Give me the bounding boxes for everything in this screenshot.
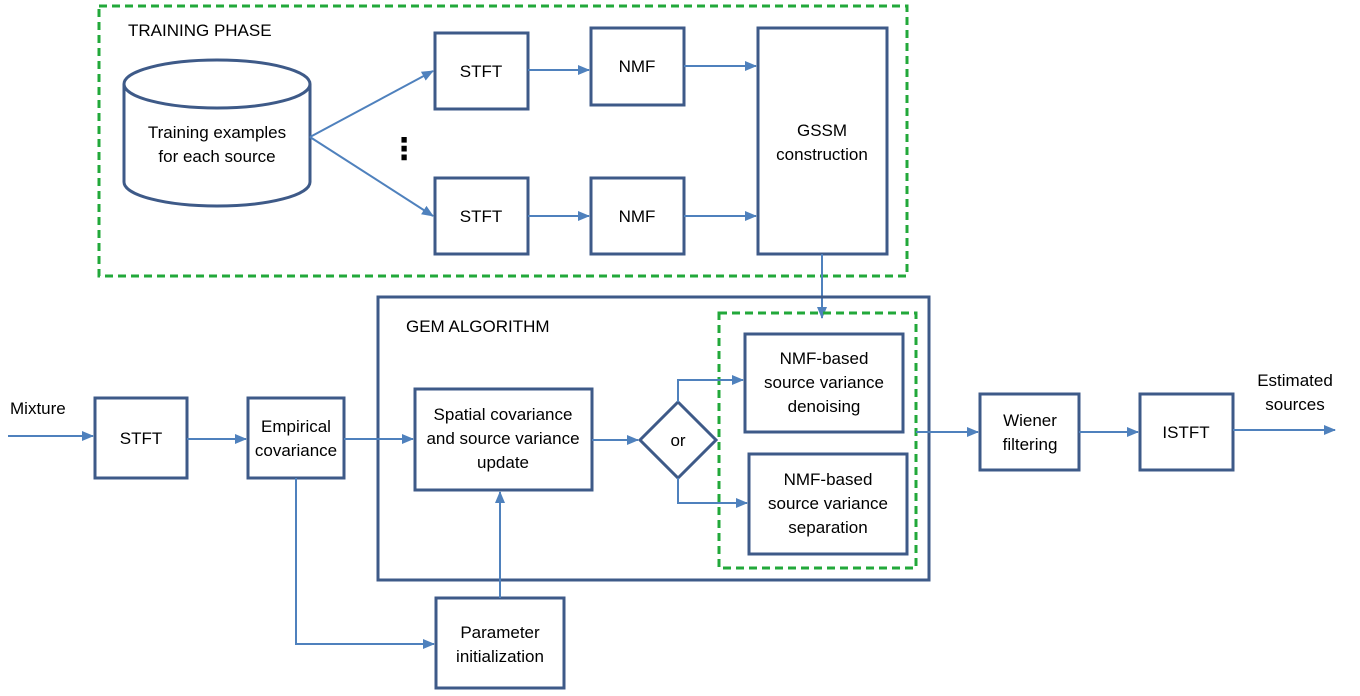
nmf-top-label: NMF: [619, 57, 656, 76]
empirical-covariance-line2: covariance: [255, 441, 337, 460]
gssm-label-line1: GSSM: [797, 121, 847, 140]
empirical-covariance-line1: Empirical: [261, 417, 331, 436]
arrow-db-to-stft-bottom: [309, 136, 434, 217]
spatial-update-line2: and source variance: [426, 429, 579, 448]
arrow-or-to-separation: [677, 478, 748, 508]
nmf-denoising-box: [743, 332, 905, 434]
parameter-initialization-box: [434, 596, 566, 690]
gssm-construction-box: [756, 26, 889, 256]
estimated-sources-line2: sources: [1265, 395, 1325, 414]
arrow-db-to-stft-top: [309, 70, 434, 138]
mixture-label: Mixture: [10, 399, 66, 418]
gem-algorithm-title: GEM ALGORITHM: [406, 317, 550, 336]
wiener-line2: filtering: [1003, 435, 1058, 454]
nmf-box-bottom: [589, 176, 686, 256]
parameter-init-line2: initialization: [456, 647, 544, 666]
spatial-update-line3: update: [477, 453, 529, 472]
nmf-separation-line1: NMF-based: [784, 470, 873, 489]
parameter-init-line1: Parameter: [460, 623, 540, 642]
more-sources-ellipsis: ⋮: [389, 132, 419, 167]
wiener-line1: Wiener: [1003, 411, 1057, 430]
nmf-bottom-label: NMF: [619, 207, 656, 226]
nmf-denoising-line1: NMF-based: [780, 349, 869, 368]
empirical-covariance-box: [246, 396, 346, 480]
nmf-separation-line2: source variance: [768, 494, 888, 513]
nmf-denoising-line2: source variance: [764, 373, 884, 392]
stft-mixture-label: STFT: [120, 429, 163, 448]
arrow-or-to-denoising: [677, 375, 744, 402]
or-label: or: [670, 431, 685, 450]
gssm-label-line2: construction: [776, 145, 868, 164]
estimated-sources-line1: Estimated: [1257, 371, 1333, 390]
nmf-denoising-line3: denoising: [788, 397, 861, 416]
training-phase-frame: [97, 4, 909, 278]
nmf-box-top: [589, 26, 686, 107]
nmf-separation-box: [747, 452, 909, 556]
stft-top-label: STFT: [460, 62, 503, 81]
wiener-filtering-box: [978, 392, 1081, 472]
arrow-empirical-to-parameter-init: [295, 478, 435, 649]
stft-bottom-label: STFT: [460, 207, 503, 226]
nmf-variance-group-frame: [717, 311, 918, 570]
spatial-update-line1: Spatial covariance: [434, 405, 573, 424]
nmf-separation-line3: separation: [788, 518, 867, 537]
training-phase-title: TRAINING PHASE: [128, 21, 272, 40]
istft-box: [1138, 392, 1235, 472]
stft-box-top: [433, 31, 530, 111]
istft-label: ISTFT: [1162, 423, 1209, 442]
training-examples-database: Training examples for each source: [122, 58, 312, 208]
training-examples-label-line2: for each source: [158, 147, 275, 166]
training-examples-label-line1: Training examples: [148, 123, 286, 142]
